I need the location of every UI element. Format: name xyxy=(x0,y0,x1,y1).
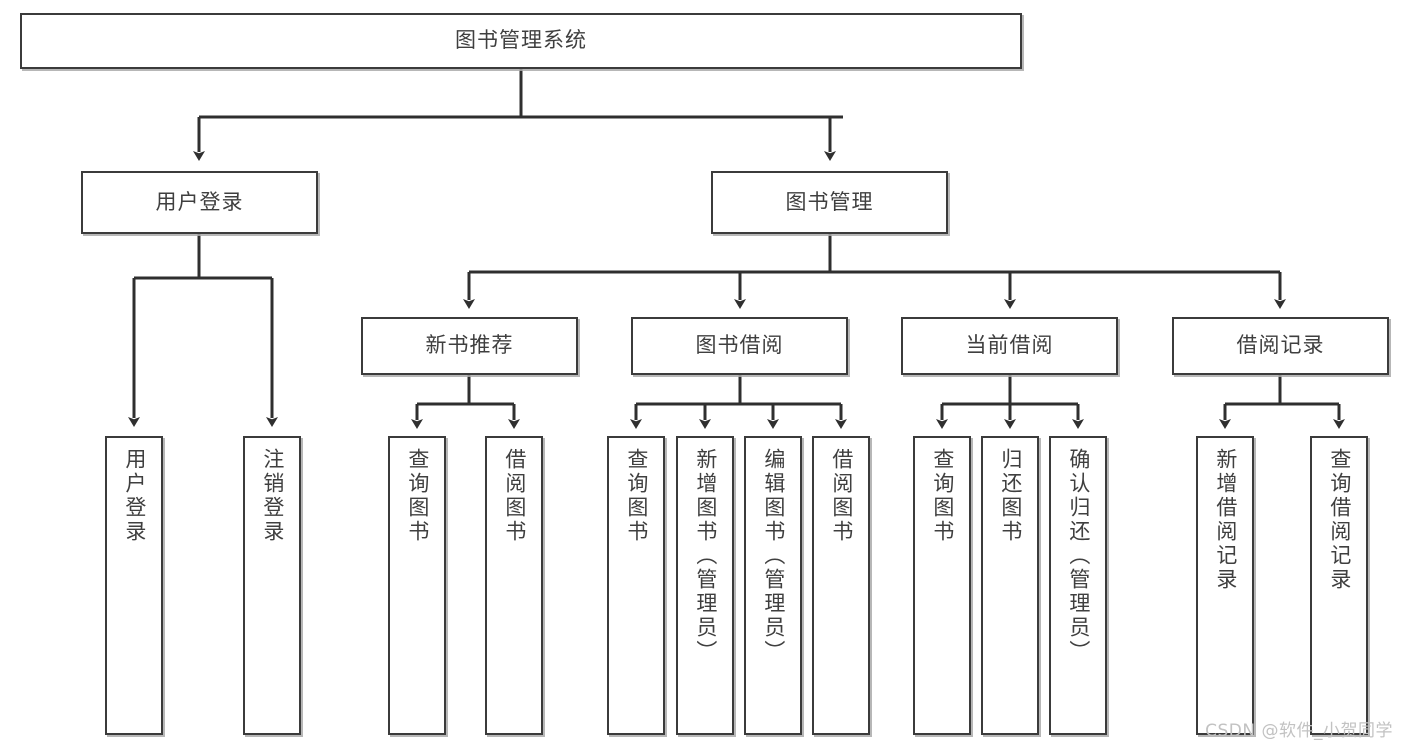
node-book-borrow-label: 图书借阅 xyxy=(695,333,784,358)
leaf-borrow-book-newbook[interactable]: 借阅图书 xyxy=(485,436,543,735)
node-root-label: 图书管理系统 xyxy=(455,28,587,53)
leaf-user-login[interactable]: 用户登录 xyxy=(105,436,163,735)
node-user-login-label: 用户登录 xyxy=(155,189,244,214)
node-root[interactable]: 图书管理系统 xyxy=(20,13,1022,69)
leaf-query-book-newbook[interactable]: 查询图书 xyxy=(388,436,446,735)
node-current-borrow-label: 当前借阅 xyxy=(965,333,1054,358)
leaf-add-book-admin-label: 新增图书（管理员） xyxy=(693,448,718,664)
leaf-query-book-current[interactable]: 查询图书 xyxy=(913,436,971,735)
node-new-book-recommend-label: 新书推荐 xyxy=(425,333,514,358)
node-borrow-records[interactable]: 借阅记录 xyxy=(1172,317,1389,375)
node-new-book-recommend[interactable]: 新书推荐 xyxy=(361,317,578,375)
leaf-logout-label: 注销登录 xyxy=(260,448,285,544)
leaf-lend-book[interactable]: 借阅图书 xyxy=(812,436,870,735)
leaf-query-book-newbook-label: 查询图书 xyxy=(405,448,430,544)
leaf-lend-book-label: 借阅图书 xyxy=(829,448,854,544)
node-book-management[interactable]: 图书管理 xyxy=(711,171,948,234)
node-current-borrow[interactable]: 当前借阅 xyxy=(901,317,1118,375)
leaf-borrow-book-newbook-label: 借阅图书 xyxy=(502,448,527,544)
node-user-login[interactable]: 用户登录 xyxy=(81,171,318,234)
leaf-confirm-return-admin-label: 确认归还（管理员） xyxy=(1066,448,1091,664)
leaf-return-book-label: 归还图书 xyxy=(998,448,1023,544)
leaf-query-book-current-label: 查询图书 xyxy=(930,448,955,544)
leaf-query-borrow-record[interactable]: 查询借阅记录 xyxy=(1310,436,1368,735)
leaf-add-borrow-record-label: 新增借阅记录 xyxy=(1213,448,1238,592)
csdn-watermark: CSDN @软件_小贺同学 xyxy=(1205,721,1393,741)
leaf-query-book-borrow[interactable]: 查询图书 xyxy=(607,436,665,735)
leaf-logout[interactable]: 注销登录 xyxy=(243,436,301,735)
node-book-management-label: 图书管理 xyxy=(785,189,874,214)
leaf-confirm-return-admin[interactable]: 确认归还（管理员） xyxy=(1049,436,1107,735)
leaf-query-book-borrow-label: 查询图书 xyxy=(624,448,649,544)
leaf-return-book[interactable]: 归还图书 xyxy=(981,436,1039,735)
node-borrow-records-label: 借阅记录 xyxy=(1236,333,1325,358)
node-book-borrow[interactable]: 图书借阅 xyxy=(631,317,848,375)
leaf-add-borrow-record[interactable]: 新增借阅记录 xyxy=(1196,436,1254,735)
leaf-add-book-admin[interactable]: 新增图书（管理员） xyxy=(676,436,734,735)
leaf-user-login-label: 用户登录 xyxy=(122,448,147,544)
leaf-edit-book-admin-label: 编辑图书（管理员） xyxy=(761,448,786,664)
leaf-edit-book-admin[interactable]: 编辑图书（管理员） xyxy=(744,436,802,735)
leaf-query-borrow-record-label: 查询借阅记录 xyxy=(1327,448,1352,592)
